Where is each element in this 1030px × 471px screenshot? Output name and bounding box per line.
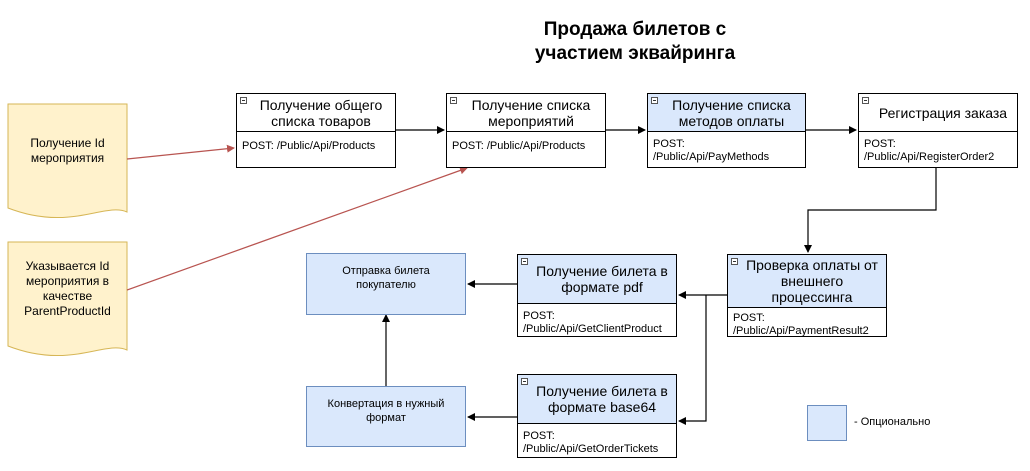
- note-parent-product-id: Указывается Id мероприятия в качестве Pa…: [8, 242, 127, 350]
- card-events[interactable]: Получение списка мероприятий POST: /Publ…: [446, 93, 606, 168]
- card-products-endpoint: POST: /Public/Api/Products: [242, 140, 376, 152]
- card-events-header: Получение списка мероприятий: [447, 94, 605, 132]
- card-ticket-base64[interactable]: Получение билета в формате base64 POST: …: [517, 374, 677, 458]
- card-paymethods-header: Получение списка методов оплаты: [648, 94, 805, 132]
- card-payment-check-header: Проверка оплаты от внешнего процессинга: [728, 255, 886, 308]
- note-shape-event-id: [7, 103, 128, 218]
- box-convert-format-text: Конвертация в нужный формат: [327, 397, 445, 424]
- box-convert-format[interactable]: Конвертация в нужный формат: [306, 386, 466, 447]
- note-shape-parent-id: [7, 241, 128, 356]
- link-note2-events: [126, 166, 468, 291]
- collapse-icon[interactable]: [521, 378, 528, 385]
- box-send-ticket[interactable]: Отправка билета покупателю: [306, 253, 466, 315]
- card-ticket-base64-endpoint: POST: /Public/Api/GetOrderTickets: [523, 430, 659, 455]
- card-paymethods-title: Получение списка методов оплаты: [672, 96, 791, 129]
- card-ticket-pdf-title: Получение билета в формате pdf: [536, 263, 668, 295]
- note-event-id: Получение Id мероприятия: [8, 104, 127, 212]
- card-payment-check-endpoint: POST: /Public/Api/PaymentResult2: [733, 312, 869, 337]
- collapse-icon[interactable]: [862, 97, 869, 104]
- collapse-icon[interactable]: [731, 258, 738, 265]
- card-ticket-base64-title: Получение билета в формате base64: [536, 383, 668, 415]
- arrow-check-base64: [678, 295, 707, 425]
- legend-label: - Опционально: [854, 416, 931, 428]
- card-register[interactable]: Регистрация заказа POST: /Public/Api/Reg…: [858, 93, 1018, 168]
- card-ticket-pdf[interactable]: Получение билета в формате pdf POST: /Pu…: [517, 254, 677, 337]
- diagram-title-line1: Продажа билетов с: [543, 19, 727, 40]
- collapse-icon[interactable]: [240, 97, 247, 104]
- collapse-icon[interactable]: [521, 258, 528, 265]
- card-ticket-pdf-header: Получение билета в формате pdf: [518, 255, 676, 304]
- card-register-endpoint: POST: /Public/Api/RegisterOrder2: [864, 138, 995, 163]
- collapse-icon[interactable]: [450, 97, 457, 104]
- card-events-endpoint: POST: /Public/Api/Products: [452, 140, 586, 152]
- card-products-title: Получение общего списка товаров: [259, 96, 383, 129]
- collapse-icon[interactable]: [651, 97, 658, 104]
- diagram-title: Продажа билетов с участием эквайринга: [500, 18, 770, 66]
- arrow-register-check: [804, 168, 937, 253]
- card-ticket-base64-header: Получение билета в формате base64: [518, 375, 676, 424]
- card-payment-check[interactable]: Проверка оплаты от внешнего процессинга …: [727, 254, 887, 337]
- card-ticket-pdf-endpoint: POST: /Public/Api/GetClientProduct: [523, 310, 662, 335]
- note-event-id-text: Получение Id мероприятия: [30, 136, 105, 165]
- card-products[interactable]: Получение общего списка товаров POST: /P…: [236, 93, 396, 168]
- card-payment-check-title: Проверка оплаты от внешнего процессинга: [746, 257, 878, 305]
- link-note1-products: [126, 144, 235, 160]
- legend-swatch: [807, 405, 847, 441]
- card-register-title: Регистрация заказа: [878, 104, 1008, 121]
- card-products-header: Получение общего списка товаров: [237, 94, 395, 132]
- diagram-title-line2: участием эквайринга: [534, 43, 736, 64]
- card-events-title: Получение списка мероприятий: [471, 96, 591, 129]
- box-send-ticket-text: Отправка билета покупателю: [342, 265, 430, 291]
- card-paymethods-endpoint: POST: /Public/Api/PayMethods: [653, 138, 770, 163]
- card-paymethods[interactable]: Получение списка методов оплаты POST: /P…: [647, 93, 806, 168]
- card-register-header: Регистрация заказа: [859, 94, 1017, 132]
- note-parent-product-id-text: Указывается Id мероприятия в качестве Pa…: [24, 259, 111, 318]
